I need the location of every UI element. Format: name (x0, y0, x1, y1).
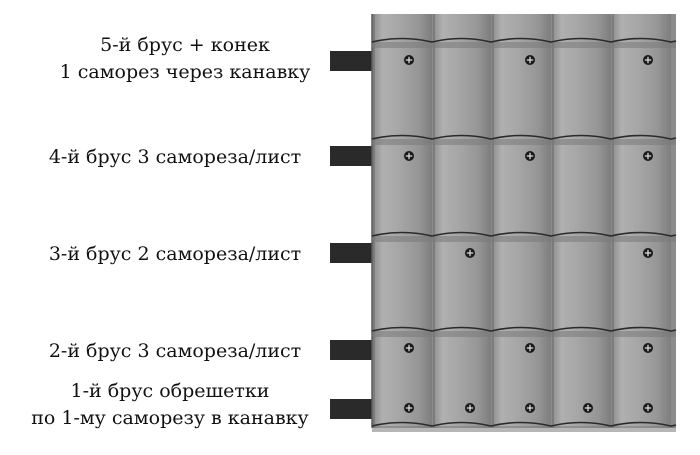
screw-5 (525, 151, 535, 161)
label-batten-1-line-1: 1-й брус обрешетки (70, 380, 270, 402)
label-batten-5-line-2: 1 саморез через канавку (59, 61, 311, 83)
screw-4 (404, 151, 414, 161)
label-batten-5-line-1: 5-й брус + конек (100, 34, 270, 56)
batten-3 (330, 243, 372, 263)
step-shadow-5 (372, 426, 676, 432)
wave-2 (432, 14, 491, 428)
screw-1 (404, 55, 414, 65)
screw-7 (465, 248, 475, 258)
screw-10 (525, 343, 535, 353)
batten-5 (330, 51, 372, 71)
screw-13 (465, 403, 475, 413)
screw-2 (525, 55, 535, 65)
label-batten-2-line-1: 2-й брус 3 самореза/лист (48, 340, 302, 362)
label-batten-3: 3-й брус 2 самореза/лист (20, 241, 330, 268)
step-shadow-2 (372, 139, 676, 145)
screw-6 (643, 151, 653, 161)
batten-2 (330, 340, 372, 360)
label-batten-4: 4-й брус 3 самореза/лист (20, 144, 330, 171)
batten-1 (330, 399, 372, 419)
step-line-2 (371, 134, 677, 140)
wave-3 (491, 14, 551, 428)
wave-edge (671, 14, 676, 428)
wave-1 (372, 14, 432, 428)
screws (404, 55, 653, 413)
screw-14 (525, 403, 535, 413)
screw-12 (404, 403, 414, 413)
step-line-3 (371, 231, 677, 237)
screw-3 (643, 55, 653, 65)
label-batten-2: 2-й брус 3 самореза/лист (20, 338, 330, 365)
step-line-1 (371, 37, 677, 43)
screw-8 (643, 248, 653, 258)
screw-9 (404, 343, 414, 353)
step-line-5 (371, 421, 677, 427)
screw-16 (643, 403, 653, 413)
screw-15 (583, 403, 593, 413)
wave-5 (611, 14, 671, 428)
batten-4 (330, 146, 372, 166)
sheet-steps (371, 37, 677, 432)
sheet-waves (371, 14, 676, 428)
step-shadow-1 (372, 42, 676, 48)
label-batten-4-line-1: 4-й брус 3 самореза/лист (48, 146, 302, 168)
wave-4 (551, 14, 611, 428)
screw-11 (643, 343, 653, 353)
label-batten-5: 5-й брус + конек 1 саморез через канавку (40, 32, 330, 86)
label-batten-3-line-1: 3-й брус 2 самореза/лист (48, 243, 302, 265)
label-batten-1-line-2: по 1-му саморезу в канавку (31, 407, 309, 429)
step-shadow-4 (372, 331, 676, 337)
step-shadow-3 (372, 236, 676, 242)
step-line-4 (371, 326, 677, 332)
label-batten-1: 1-й брус обрешетки по 1-му саморезу в ка… (10, 378, 330, 432)
